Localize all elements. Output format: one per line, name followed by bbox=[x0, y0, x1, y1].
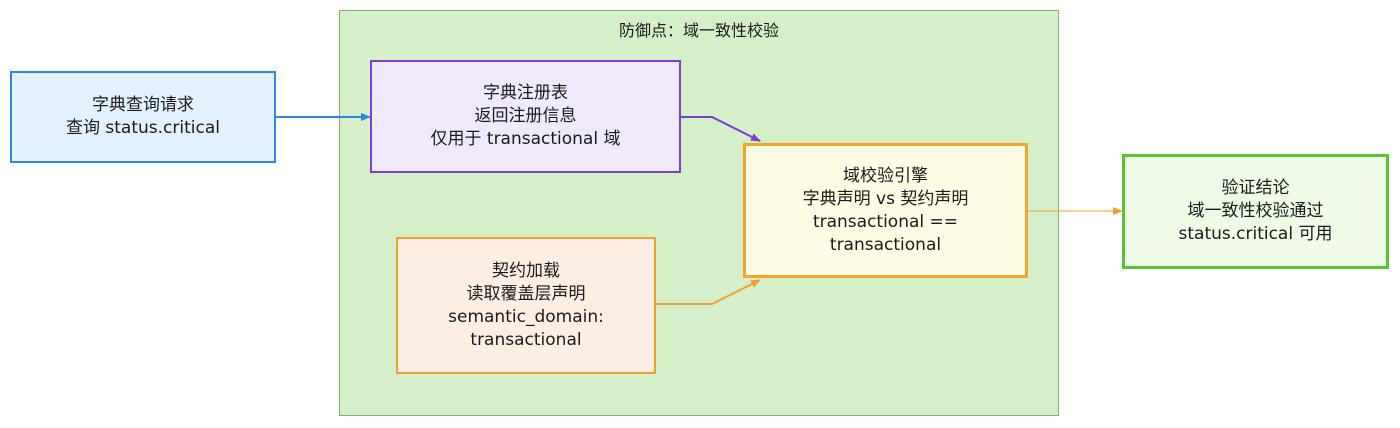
node-line: 契约加载 bbox=[492, 260, 560, 281]
node-line: 域一致性校验通过 bbox=[1187, 201, 1324, 221]
validation-conclusion-node: 验证结论 域一致性校验通过 status.critical 可用 bbox=[1122, 154, 1389, 269]
node-line: transactional bbox=[829, 234, 942, 255]
contract-loading-node: 契约加载 读取覆盖层声明 semantic_domain: transactio… bbox=[396, 237, 656, 374]
node-line: semantic_domain: bbox=[448, 306, 604, 327]
node-line: 查询 status.critical bbox=[66, 118, 220, 138]
dictionary-query-request-node: 字典查询请求 查询 status.critical bbox=[10, 71, 276, 163]
node-line: 字典查询请求 bbox=[92, 95, 194, 115]
dictionary-registry-node: 字典注册表 返回注册信息 仅用于 transactional 域 bbox=[370, 60, 681, 173]
node-line: 字典声明 vs 契约声明 bbox=[802, 188, 969, 209]
node-line: 仅用于 transactional 域 bbox=[430, 129, 621, 149]
node-line: status.critical 可用 bbox=[1178, 224, 1333, 244]
node-line: transactional == bbox=[812, 211, 959, 232]
group-title: 防御点：域一致性校验 bbox=[618, 21, 779, 40]
node-line: 读取覆盖层声明 bbox=[466, 283, 586, 304]
node-line: 返回注册信息 bbox=[474, 106, 577, 126]
node-line: 验证结论 bbox=[1221, 178, 1290, 198]
edge-contract-to-engine bbox=[656, 279, 761, 305]
domain-validation-engine-node: 域校验引擎 字典声明 vs 契约声明 transactional == tran… bbox=[743, 143, 1028, 278]
node-line: transactional bbox=[470, 329, 582, 350]
edge-dict-to-engine bbox=[681, 116, 761, 142]
node-line: 域校验引擎 bbox=[843, 165, 928, 186]
node-line: 字典注册表 bbox=[483, 83, 568, 103]
